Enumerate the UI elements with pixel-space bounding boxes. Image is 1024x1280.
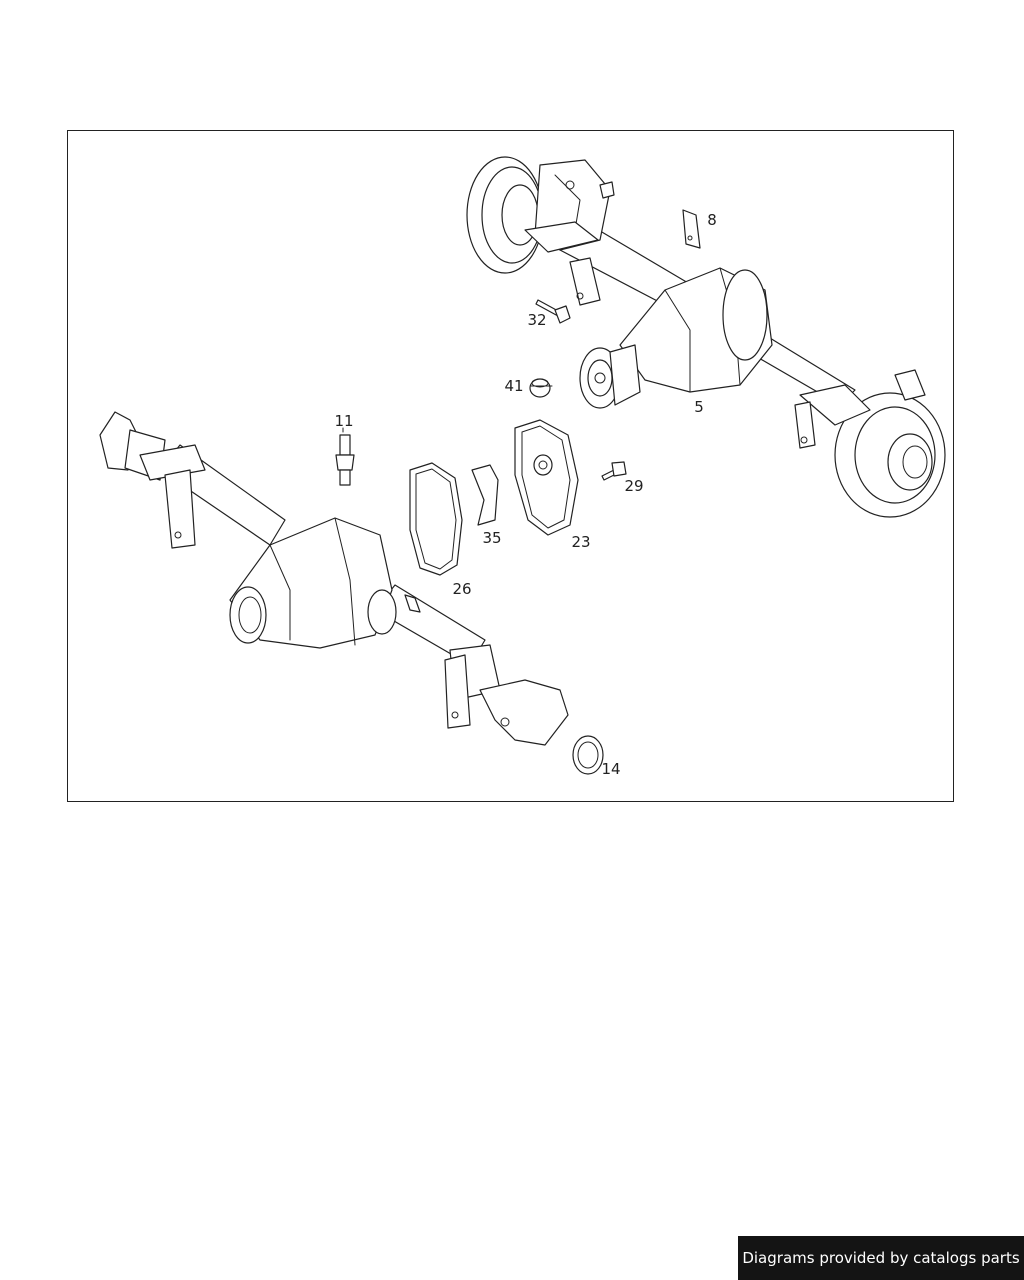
- diagram-frame: [67, 130, 954, 802]
- callout-29: 29: [624, 477, 643, 495]
- leader-lines: [342, 385, 553, 433]
- part-14-seal-ring: [572, 735, 604, 775]
- callout-14: 14: [601, 760, 620, 778]
- part-8-plate: [682, 209, 701, 249]
- callout-11: 11: [334, 412, 353, 430]
- callout-8: 8: [707, 211, 717, 229]
- callout-35: 35: [482, 529, 501, 547]
- callout-41: 41: [504, 377, 523, 395]
- part-32-bolt: [535, 299, 571, 324]
- callout-23: 23: [571, 533, 590, 551]
- part-11-breather: [335, 434, 355, 486]
- callout-26: 26: [452, 580, 471, 598]
- part-35-shim: [471, 464, 499, 526]
- part-23-cover: [514, 419, 579, 536]
- part-29-bolt: [601, 461, 627, 481]
- part-41-plug: [529, 378, 551, 398]
- part-26-gasket: [409, 462, 463, 576]
- rear-axle-assembly: [466, 156, 946, 518]
- callout-5: 5: [694, 398, 704, 416]
- callout-32: 32: [527, 311, 546, 329]
- watermark-badge: Diagrams provided by catalogs parts: [738, 1236, 1024, 1280]
- front-axle-assembly: [99, 411, 569, 746]
